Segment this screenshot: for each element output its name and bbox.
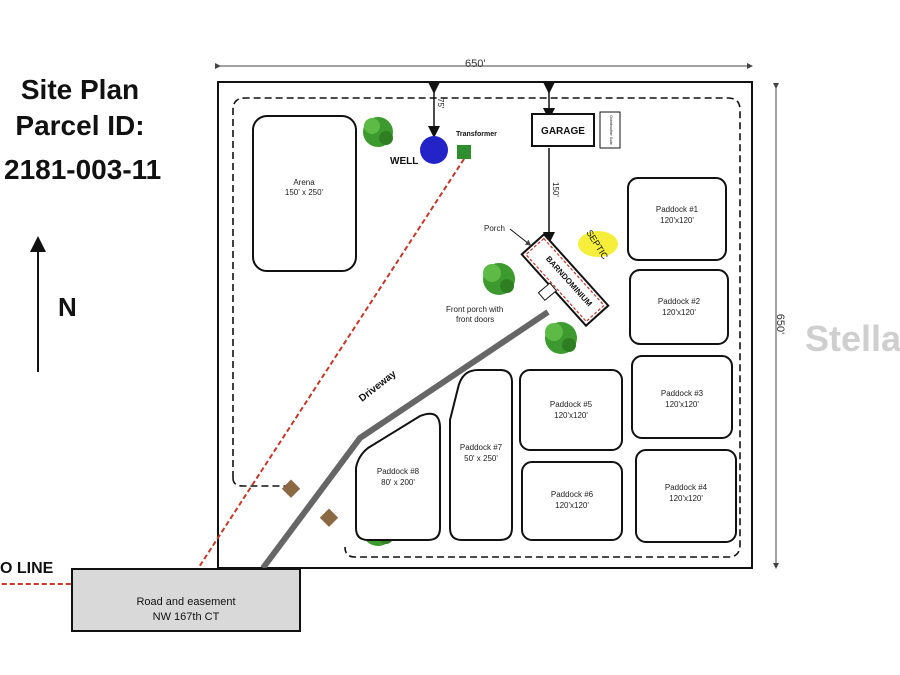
paddock-1-name: Paddock #1: [656, 205, 699, 214]
gate-icon: [281, 479, 301, 498]
paddock-3: [631, 355, 733, 439]
paddock-5-name: Paddock #5: [550, 400, 593, 409]
paddock-1-size: 120'x120': [660, 216, 694, 225]
driveway: [260, 309, 550, 570]
paddock-8-size: 80' x 200': [381, 478, 415, 487]
porch-arrow: [509, 228, 532, 246]
paddock-2-size: 120'x120': [662, 308, 696, 317]
watermark: Stellar: [805, 318, 900, 359]
transformer-label: Transformer: [456, 131, 497, 138]
garage-tag-label: Grandmother Suite: [609, 115, 613, 145]
gate-icon: [319, 508, 339, 527]
perimeter-fence: [232, 97, 741, 558]
title-line-1: Site Plan: [20, 74, 140, 105]
paddock-7-size: 50' x 250': [464, 454, 498, 463]
title-line-3: 2181-003-11: [4, 154, 162, 185]
paddock-7: [449, 369, 513, 541]
front-porch: [537, 282, 558, 302]
front-porch-label-1: Front porch with: [446, 305, 503, 314]
tree-icon: [483, 263, 515, 295]
site-plan-title: Site Plan Parcel ID: 2181-003-11: [0, 72, 161, 185]
transformer-icon: [457, 145, 471, 159]
garage-offset-label: 150': [551, 182, 560, 197]
paddock-8: [355, 412, 441, 541]
paddock-6-name: Paddock #6: [551, 490, 594, 499]
arena-size: 150' x 250': [285, 188, 324, 197]
property-boundary: [217, 81, 753, 569]
fence-spur: [232, 477, 290, 487]
paddock-6-size: 120'x120': [555, 501, 589, 510]
paddock-7-name: Paddock #7: [460, 443, 503, 452]
paddock-5: [519, 369, 623, 451]
well-offset-label: 75': [436, 98, 445, 109]
paddock-4: [635, 449, 737, 543]
road-easement: [71, 568, 301, 632]
paddock-1: [627, 177, 727, 261]
tree-icon: [545, 322, 577, 354]
tree-icon: [363, 117, 393, 147]
paddock-4-name: Paddock #4: [665, 483, 708, 492]
garage: [531, 113, 595, 147]
paddock-3-size: 120'x120': [665, 400, 699, 409]
front-porch-label-2: front doors: [456, 315, 494, 324]
road-label-2: NW 167th CT: [153, 611, 220, 623]
paddock-4-size: 120'x120': [669, 494, 703, 503]
paddock-6: [521, 461, 623, 541]
driveway-label: Driveway: [357, 368, 399, 404]
title-line-2: Parcel ID:: [15, 110, 145, 141]
north-label: N: [58, 292, 77, 322]
garage-label: GARAGE: [541, 126, 585, 137]
road-label-1: Road and easement: [136, 596, 235, 608]
well-label: WELL: [390, 156, 418, 167]
well-icon: [420, 136, 448, 164]
septic-marker: [578, 231, 618, 257]
paddock-5-size: 120'x120': [554, 411, 588, 420]
utility-line-label: O LINE: [0, 560, 54, 577]
arena-name: Arena: [293, 178, 315, 187]
arena: [252, 115, 357, 272]
paddock-2-name: Paddock #2: [658, 297, 701, 306]
paddock-3-name: Paddock #3: [661, 389, 704, 398]
paddock-8-name: Paddock #8: [377, 467, 420, 476]
paddock-2: [629, 269, 729, 345]
porch-label: Porch: [484, 224, 505, 233]
garage-tag: [599, 111, 621, 149]
